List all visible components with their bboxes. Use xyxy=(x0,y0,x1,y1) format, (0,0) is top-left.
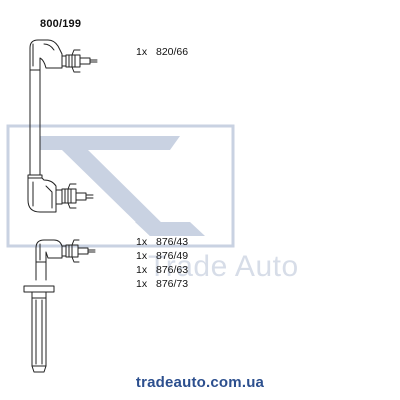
lead-820-66 xyxy=(27,39,98,213)
part-qty: 1x xyxy=(136,264,148,276)
part-code: 876/49 xyxy=(156,250,189,262)
part-code: 876/63 xyxy=(156,264,189,276)
part-row: 1x 876/73 xyxy=(136,278,188,290)
part-code: 820/66 xyxy=(156,46,189,58)
watermark-text: Trade Auto xyxy=(148,250,299,283)
set-number: 800/199 xyxy=(40,18,82,30)
part-qty: 1x xyxy=(136,236,148,248)
part-qty: 1x xyxy=(136,250,148,262)
plug-boot xyxy=(23,285,55,373)
website-link[interactable]: tradeauto.com.ua xyxy=(135,374,265,391)
lead-876-series xyxy=(35,239,96,281)
part-row: 1x 876/49 xyxy=(136,250,188,262)
part-code: 876/73 xyxy=(156,278,189,290)
part-qty: 1x xyxy=(136,46,148,58)
part-qty: 1x xyxy=(136,278,148,290)
part-row: 1x 820/66 xyxy=(136,46,188,58)
part-row: 1x 876/43 xyxy=(136,236,188,248)
part-row: 1x 876/63 xyxy=(136,264,188,276)
part-code: 876/43 xyxy=(156,236,189,248)
